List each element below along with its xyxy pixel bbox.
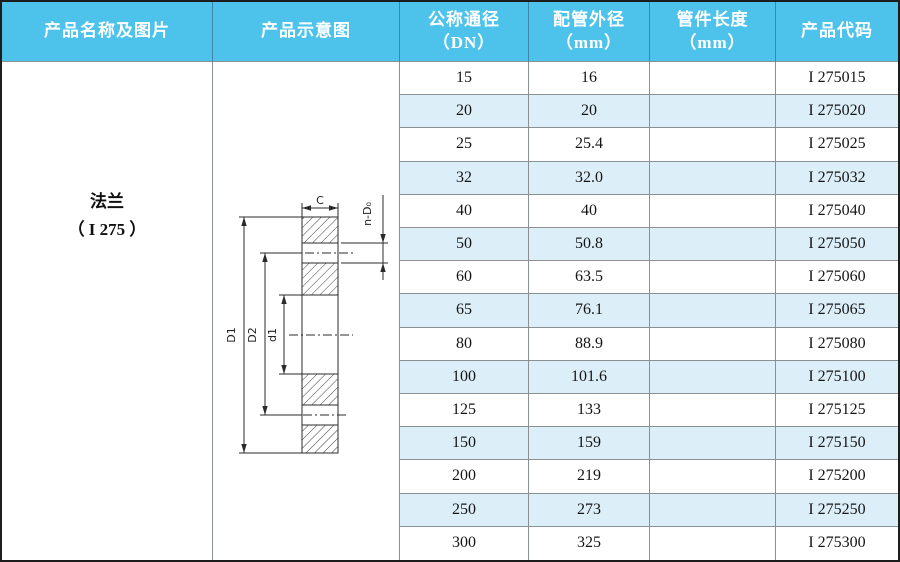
dim-label-c: C	[316, 194, 324, 207]
cell-len	[649, 261, 775, 295]
cell-len	[649, 194, 775, 228]
cell-od: 16	[528, 62, 649, 96]
cell-dn: 125	[399, 394, 528, 428]
cell-od: 88.9	[528, 327, 649, 361]
dim-label-d1-outer: D1	[225, 327, 238, 342]
product-name: 法兰	[90, 192, 124, 211]
cell-code: I 275040	[775, 194, 898, 228]
cell-len	[649, 62, 775, 96]
cell-code: I 275250	[775, 493, 898, 527]
cell-dn: 250	[399, 493, 528, 527]
product-name-cell: 法兰 （ I 275 ）	[2, 62, 212, 560]
cell-od: 32.0	[528, 161, 649, 195]
dim-label-d2: D2	[246, 327, 259, 342]
header-label: 产品示意图	[261, 21, 351, 41]
cell-code: I 275200	[775, 460, 898, 494]
cell-len	[649, 427, 775, 461]
cell-code: I 275150	[775, 427, 898, 461]
cell-len	[649, 95, 775, 129]
cell-dn: 20	[399, 95, 528, 129]
cell-od: 25.4	[528, 128, 649, 162]
cell-od: 76.1	[528, 294, 649, 328]
cell-od: 325	[528, 526, 649, 560]
cell-code: I 275020	[775, 95, 898, 129]
cell-code: I 275060	[775, 261, 898, 295]
cell-len	[649, 228, 775, 262]
cell-len	[649, 327, 775, 361]
cell-dn: 32	[399, 161, 528, 195]
col-header-nominal-diameter: 公称通径 （DN）	[399, 2, 528, 62]
cell-code: I 275015	[775, 62, 898, 96]
cell-code: I 275100	[775, 360, 898, 394]
cell-len	[649, 493, 775, 527]
cell-code: I 275050	[775, 228, 898, 262]
cell-code: I 275065	[775, 294, 898, 328]
col-header-fitting-length: 管件长度 （mm）	[649, 2, 775, 62]
cell-len	[649, 360, 775, 394]
cell-od: 63.5	[528, 261, 649, 295]
dim-label-d1-bore: d1	[266, 328, 279, 342]
cell-len	[649, 460, 775, 494]
cell-dn: 40	[399, 194, 528, 228]
cell-dn: 80	[399, 327, 528, 361]
cell-od: 219	[528, 460, 649, 494]
product-series-code: （ I 275 ）	[67, 220, 147, 240]
cell-len	[649, 128, 775, 162]
cell-len	[649, 394, 775, 428]
header-label: 配管外径	[553, 10, 625, 30]
flange-schematic-cell: C n-D₀ D1 D2 d1	[212, 62, 399, 560]
header-sublabel: （mm）	[679, 32, 746, 52]
cell-dn: 50	[399, 228, 528, 262]
cell-od: 50.8	[528, 228, 649, 262]
cell-dn: 150	[399, 427, 528, 461]
cell-od: 133	[528, 394, 649, 428]
cell-od: 40	[528, 194, 649, 228]
cell-code: I 275125	[775, 394, 898, 428]
flange-section-drawing: C n-D₀ D1 D2 d1	[225, 194, 388, 454]
header-label: 管件长度	[676, 10, 749, 30]
col-header-product-name-image: 产品名称及图片	[2, 2, 212, 62]
cell-dn: 100	[399, 360, 528, 394]
cell-code: I 275025	[775, 128, 898, 162]
cell-code: I 275080	[775, 327, 898, 361]
cell-code: I 275032	[775, 161, 898, 195]
header-sublabel: （mm）	[555, 32, 623, 52]
cell-dn: 15	[399, 62, 528, 96]
col-header-product-code: 产品代码	[775, 2, 898, 62]
header-label: 产品名称及图片	[44, 21, 170, 41]
header-sublabel: （DN）	[432, 32, 496, 52]
cell-od: 101.6	[528, 360, 649, 394]
cell-code: I 275300	[775, 526, 898, 560]
cell-dn: 300	[399, 526, 528, 560]
cell-dn: 60	[399, 261, 528, 295]
cell-len	[649, 526, 775, 560]
cell-dn: 200	[399, 460, 528, 494]
header-label: 产品代码	[801, 21, 873, 41]
col-header-pipe-od: 配管外径 （mm）	[528, 2, 649, 62]
header-label: 公称通径	[428, 10, 500, 30]
col-header-schematic: 产品示意图	[212, 2, 399, 62]
dim-label-n-d0: n-D₀	[361, 202, 374, 226]
cell-len	[649, 294, 775, 328]
cell-dn: 65	[399, 294, 528, 328]
cell-len	[649, 161, 775, 195]
cell-od: 20	[528, 95, 649, 129]
cell-od: 159	[528, 427, 649, 461]
cell-dn: 25	[399, 128, 528, 162]
cell-od: 273	[528, 493, 649, 527]
